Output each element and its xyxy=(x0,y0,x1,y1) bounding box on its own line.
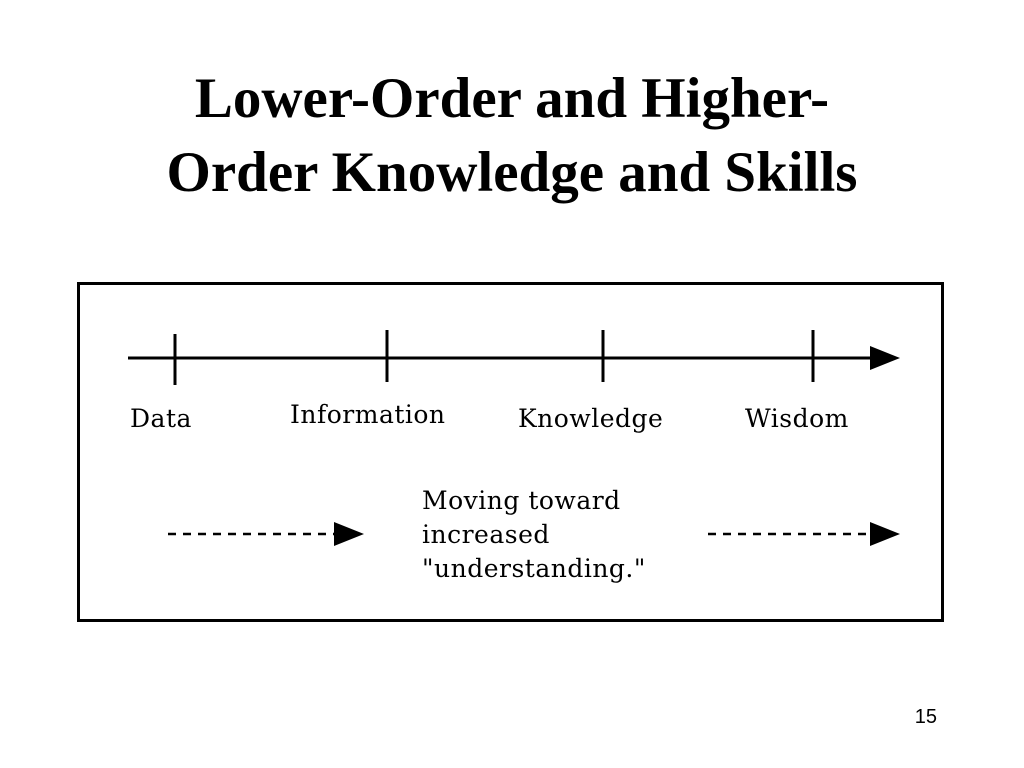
left-dashed-arrowhead xyxy=(334,522,364,546)
continuum-arrowhead xyxy=(870,346,900,370)
slide-title-line-1: Lower-Order and Higher- xyxy=(194,67,830,130)
diagram-frame xyxy=(77,282,944,622)
diagram-caption: Moving toward increased "understanding." xyxy=(422,484,646,586)
page-number: 15 xyxy=(914,706,937,728)
caption-line-3: "understanding." xyxy=(422,554,646,583)
stage-label-information: Information xyxy=(290,400,446,429)
stage-label-wisdom: Wisdom xyxy=(745,404,849,433)
caption-line-2: increased xyxy=(422,520,550,549)
slide-title: Lower-Order and Higher- Order Knowledge … xyxy=(0,62,1024,210)
stage-label-knowledge: Knowledge xyxy=(518,404,664,433)
right-dashed-arrowhead xyxy=(870,522,900,546)
stage-label-data: Data xyxy=(130,404,192,433)
slide-title-line-2: Order Knowledge and Skills xyxy=(166,141,858,204)
caption-line-1: Moving toward xyxy=(422,486,621,515)
